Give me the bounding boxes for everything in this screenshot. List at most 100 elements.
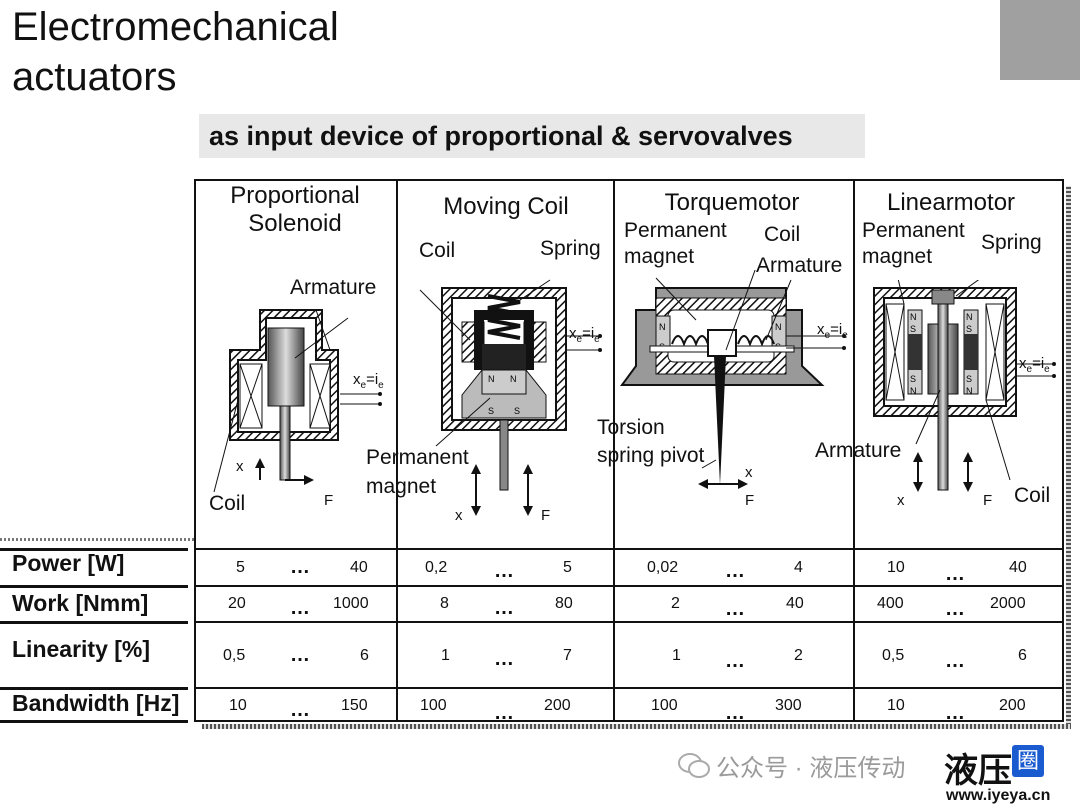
row-divider bbox=[194, 548, 1064, 550]
cell-min: 10 bbox=[887, 559, 905, 576]
table-shadow-right bbox=[1066, 186, 1071, 729]
cell-max: 6 bbox=[1018, 647, 1027, 664]
label-f: F bbox=[541, 507, 551, 524]
cell-ellipsis: … bbox=[290, 556, 311, 578]
row-label-bandwidth: Bandwidth [Hz] bbox=[12, 690, 180, 716]
row-divider bbox=[194, 585, 1064, 587]
cell-max: 300 bbox=[775, 697, 802, 714]
pole-n: N bbox=[966, 312, 973, 322]
label-coil: Coil bbox=[209, 492, 246, 515]
cell-ellipsis: … bbox=[945, 650, 966, 672]
row-label-divider bbox=[0, 585, 188, 588]
label-xe-3: xe=ie bbox=[817, 321, 848, 341]
cell-ellipsis: … bbox=[290, 644, 311, 666]
cell-min: 0,5 bbox=[223, 647, 246, 664]
pole-s: S bbox=[910, 374, 916, 384]
cell-min: 0,5 bbox=[882, 647, 905, 664]
pole-n: N bbox=[775, 322, 782, 332]
cell-min: 1 bbox=[672, 647, 681, 664]
pole-s: S bbox=[966, 374, 972, 384]
cell-min: 2 bbox=[671, 595, 680, 612]
torquemotor-diagram: N S N S bbox=[620, 270, 846, 489]
cell-max: 7 bbox=[563, 647, 572, 664]
label-f: F bbox=[745, 492, 755, 509]
cell-min: 0,2 bbox=[425, 559, 448, 576]
label-torsion: Torsion bbox=[597, 416, 665, 439]
pole-s: S bbox=[966, 324, 972, 334]
label-spring: Spring bbox=[981, 231, 1042, 254]
pole-n: N bbox=[966, 386, 973, 396]
label-x: x bbox=[897, 492, 905, 509]
label-permanent: Permanent bbox=[862, 219, 965, 242]
cell-max: 5 bbox=[563, 559, 572, 576]
label-xe-1: xe=ie bbox=[353, 371, 384, 391]
row-label-divider bbox=[0, 621, 188, 624]
cell-min: 100 bbox=[651, 697, 678, 714]
cell-max: 1000 bbox=[333, 595, 369, 612]
pole-s: S bbox=[514, 406, 520, 416]
pole-n: N bbox=[910, 386, 917, 396]
title-line-1: Electromechanical bbox=[12, 5, 339, 49]
pole-n: N bbox=[659, 322, 666, 332]
header-linearmotor: Linearmotor bbox=[886, 189, 1016, 216]
column-divider bbox=[396, 179, 398, 722]
watermark-logo: 液压 bbox=[944, 752, 1012, 790]
header-line: Solenoid bbox=[248, 210, 342, 237]
label-xe-4: xe=ie bbox=[1019, 355, 1050, 375]
cell-max: 40 bbox=[350, 559, 368, 576]
pole-s: S bbox=[910, 324, 916, 334]
cell-ellipsis: … bbox=[494, 560, 515, 582]
label-magnet: magnet bbox=[862, 245, 933, 268]
label-permanent: Permanent bbox=[366, 446, 469, 469]
cell-min: 10 bbox=[887, 697, 905, 714]
watermark-text: 公众号 · 液压传动 bbox=[716, 755, 906, 782]
cell-min: 0,02 bbox=[647, 559, 679, 576]
table-shadow-bottom bbox=[202, 724, 1071, 729]
cell-ellipsis: … bbox=[725, 598, 746, 620]
pole-n: N bbox=[910, 312, 917, 322]
header-moving-coil: Moving Coil bbox=[443, 193, 569, 220]
title-line-2: actuators bbox=[12, 55, 177, 99]
row-label-power: Power [W] bbox=[12, 550, 125, 576]
cell-ellipsis: … bbox=[945, 598, 966, 620]
pole-s: S bbox=[488, 406, 494, 416]
label-x: x bbox=[455, 507, 463, 524]
cell-ellipsis: … bbox=[725, 702, 746, 724]
cell-ellipsis: … bbox=[945, 702, 966, 724]
label-magnet: magnet bbox=[624, 245, 695, 268]
comparison-table bbox=[194, 179, 1064, 722]
cell-max: 2 bbox=[794, 647, 803, 664]
label-armature: Armature bbox=[290, 276, 377, 299]
slide-title: Electromechanical actuators bbox=[12, 2, 339, 102]
row-divider bbox=[194, 621, 1064, 623]
corner-decoration bbox=[1000, 0, 1080, 80]
cell-min: 1 bbox=[441, 647, 450, 664]
row-label-divider bbox=[0, 720, 188, 723]
label-armature: Armature bbox=[815, 439, 902, 462]
label-x: x bbox=[745, 464, 753, 481]
label-x: x bbox=[236, 458, 244, 475]
cell-min: 100 bbox=[420, 697, 447, 714]
label-coil: Coil bbox=[764, 223, 801, 246]
label-f: F bbox=[324, 492, 334, 509]
label-f: F bbox=[983, 492, 993, 509]
cell-max: 150 bbox=[341, 697, 368, 714]
cell-max: 40 bbox=[786, 595, 804, 612]
header-line: Proportional bbox=[230, 182, 360, 209]
proportional-solenoid-diagram bbox=[213, 309, 382, 493]
cell-min: 5 bbox=[236, 559, 245, 576]
cell-ellipsis: … bbox=[725, 650, 746, 672]
label-permanent: Permanent bbox=[624, 219, 727, 242]
row-label-divider bbox=[0, 548, 188, 551]
cell-ellipsis: … bbox=[945, 563, 966, 585]
cell-max: 200 bbox=[544, 697, 571, 714]
pole-n: N bbox=[488, 374, 495, 384]
row-divider bbox=[194, 687, 1064, 689]
cell-max: 2000 bbox=[990, 595, 1026, 612]
watermark-logo-box: 圈 bbox=[1012, 745, 1044, 777]
cell-min: 20 bbox=[228, 595, 246, 612]
header-torquemotor: Torquemotor bbox=[664, 189, 800, 216]
wechat-icon bbox=[678, 753, 710, 778]
label-xe-2: xe=ie bbox=[569, 325, 600, 345]
label-top-divider bbox=[0, 538, 194, 541]
